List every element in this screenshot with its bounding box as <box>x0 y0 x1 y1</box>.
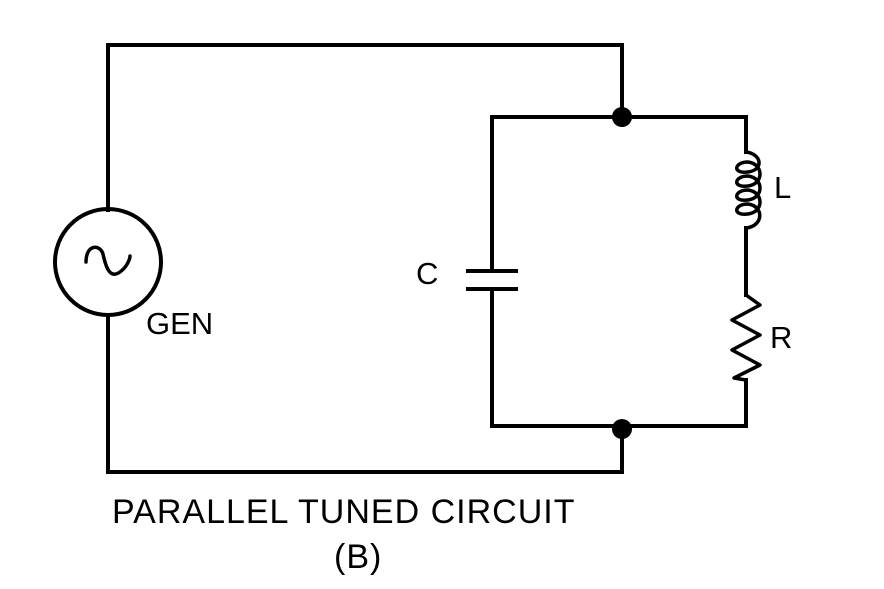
inductor-label: L <box>774 170 791 205</box>
outer-loop-wires <box>106 43 624 474</box>
resistor-zigzag <box>730 293 762 382</box>
diagram-caption-subtitle: (B) <box>334 538 382 576</box>
sine-wave-icon <box>84 245 132 276</box>
inductor-coil <box>735 150 762 230</box>
wire-top-outer <box>106 43 624 212</box>
wire-bottom-outer <box>106 315 624 474</box>
generator-symbol <box>53 207 163 317</box>
resistor-symbol <box>730 293 762 382</box>
capacitor-symbol <box>466 269 518 291</box>
diagram-caption-title: PARALLEL TUNED CIRCUIT <box>112 493 575 531</box>
generator-label: GEN <box>146 306 213 341</box>
inductor-symbol <box>735 150 762 230</box>
junction-node-top <box>612 107 632 127</box>
tank-circuit-wires <box>490 115 748 428</box>
resistor-label: R <box>770 320 792 355</box>
wire-bottom-inner <box>490 288 748 428</box>
generator-circle <box>53 207 163 317</box>
capacitor-label: C <box>416 256 438 291</box>
junction-node-bottom <box>612 419 632 439</box>
wire-top-inner <box>490 115 748 272</box>
